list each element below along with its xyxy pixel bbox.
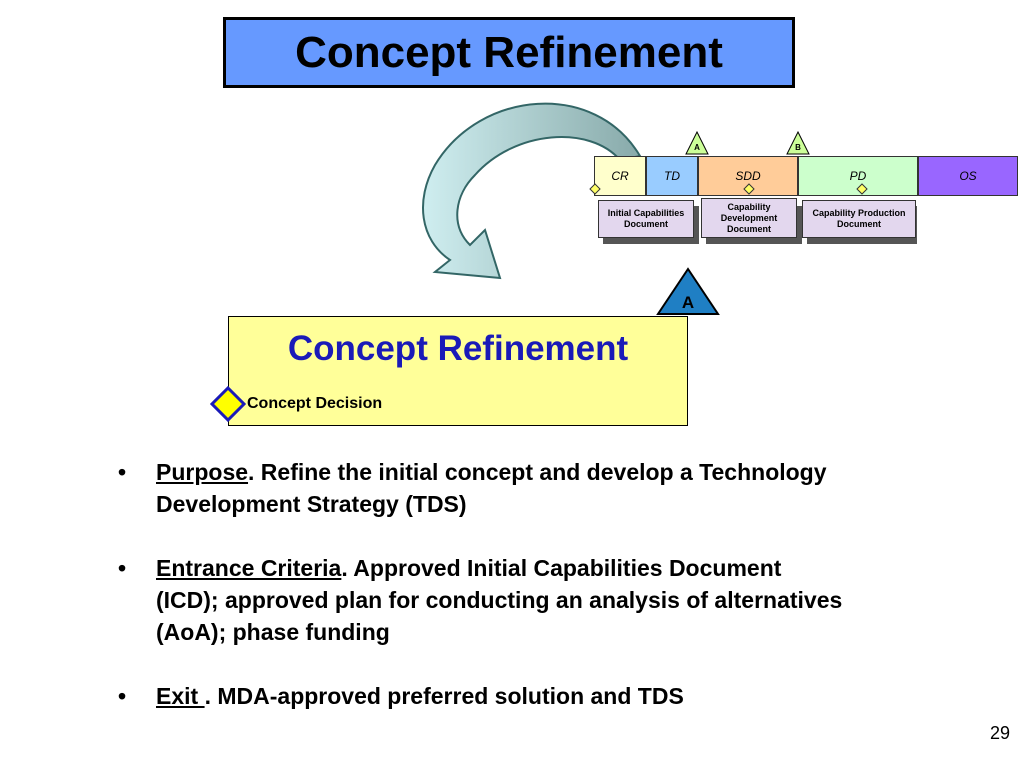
bullet-purpose-label: Purpose xyxy=(156,459,249,485)
phase-row: CR TD SDD PD OS xyxy=(594,156,1018,196)
milestone-a-label: A xyxy=(682,293,694,312)
slide-title-box: Concept Refinement xyxy=(223,17,795,88)
bullet-symbol: • xyxy=(118,683,127,709)
doc-cdd-label: Capability Development Document xyxy=(720,201,778,234)
decision-diamond-icon xyxy=(210,386,246,422)
phase-td: TD xyxy=(646,156,698,196)
milestone-a-small-icon: A xyxy=(685,130,709,155)
decision-diamond-small-icon xyxy=(743,183,755,195)
concept-decision-label: Concept Decision xyxy=(247,395,383,412)
doc-icd-label: Initial Capabilities Document xyxy=(607,208,685,229)
bullet-symbol: • xyxy=(118,459,127,485)
phase-sdd-label: SDD xyxy=(735,169,761,183)
bullet-exit-label: Exit xyxy=(156,683,205,709)
phase-pd-label: PD xyxy=(849,169,867,183)
phase-td-label: TD xyxy=(664,169,680,183)
doc-cpd-label: Capability Production Document xyxy=(812,208,906,229)
phase-cr: CR xyxy=(594,156,646,196)
slide-title: Concept Refinement xyxy=(295,27,723,77)
milestone-a-icon: A xyxy=(656,267,720,315)
phase-cr-label: CR xyxy=(611,169,629,183)
milestone-b-small-label: B xyxy=(795,143,801,152)
concept-refinement-heading: Concept Refinement xyxy=(287,329,629,368)
doc-cpd: Capability Production Document xyxy=(802,200,916,238)
bullet-symbol: • xyxy=(118,555,127,581)
curved-arrow-icon xyxy=(422,102,642,280)
phase-os: OS xyxy=(918,156,1018,196)
bullet-exit-text: . MDA-approved preferred solution and TD… xyxy=(204,683,684,709)
milestone-b-small-icon: B xyxy=(786,130,810,155)
doc-icd: Initial Capabilities Document xyxy=(598,200,694,238)
decision-diamond-small-icon xyxy=(856,183,868,195)
bullet-entrance-label: Entrance Criteria xyxy=(156,555,342,581)
decision-diamond-small-icon xyxy=(589,183,601,195)
concept-refinement-box: Concept Refinement Concept Decision xyxy=(228,316,688,426)
phase-os-label: OS xyxy=(959,169,977,183)
milestone-a-small-label: A xyxy=(694,143,700,152)
bullet-entrance-text: . Approved Initial Capabilities Document… xyxy=(156,555,843,645)
page-number: 29 xyxy=(989,723,1010,743)
doc-cdd: Capability Development Document xyxy=(701,198,797,238)
bullet-purpose-text: . Refine the initial concept and develop… xyxy=(156,459,827,517)
phase-sdd: SDD xyxy=(698,156,798,196)
